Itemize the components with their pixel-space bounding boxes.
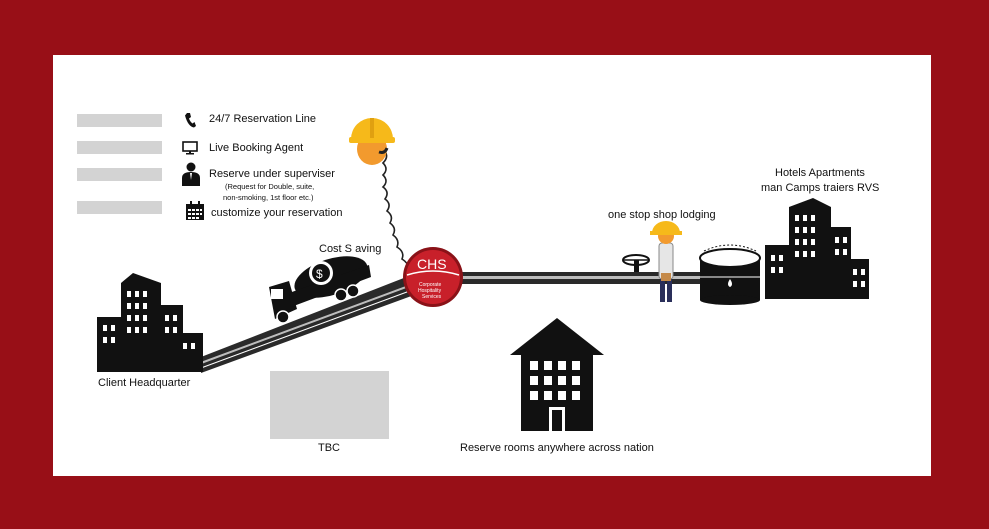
chs-sub-1: Corporate <box>419 282 442 288</box>
hotels-label-1: Hotels Apartments <box>775 167 865 179</box>
reserve-anywhere-label: Reserve rooms anywhere across nation <box>460 442 654 454</box>
tbc-label: TBC <box>318 442 340 454</box>
chs-title: CHS <box>417 256 447 272</box>
service-bar-4 <box>77 201 162 214</box>
monitor-icon <box>182 141 198 155</box>
tbc-placeholder <box>270 371 389 439</box>
horizontal-pipeline <box>453 272 755 284</box>
calendar-icon <box>186 201 204 220</box>
cement-truck-icon: $ <box>269 256 371 324</box>
service-label-1: 24/7 Reservation Line <box>209 113 317 125</box>
cost-saving-label: Cost S aving <box>319 243 382 255</box>
service-bar-1 <box>77 114 162 127</box>
sloped-pipeline <box>200 267 436 373</box>
phone-icon <box>185 113 196 128</box>
hotel-buildings-icon <box>765 198 869 299</box>
person-icon <box>182 162 200 186</box>
service-label-4: customize your reservation <box>211 207 343 219</box>
hardhat-worker-icon <box>349 118 395 165</box>
chs-sub-3: Services <box>422 294 442 300</box>
service-bar-3 <box>77 168 162 181</box>
worker-icon <box>650 221 682 302</box>
client-building-icon <box>97 273 203 372</box>
one-stop-label: one stop shop lodging <box>608 209 716 221</box>
service-note-1: (Request for Double, suite, <box>225 182 315 191</box>
storage-tank-icon <box>699 244 761 305</box>
diagram-panel: $ <box>53 55 931 476</box>
scene-graphics: $ <box>97 118 869 439</box>
chs-sub-2: Hospitality <box>418 288 442 294</box>
service-label-2: Live Booking Agent <box>209 142 304 154</box>
svg-text:$: $ <box>316 267 323 281</box>
chs-badge <box>403 247 463 307</box>
service-bar-2 <box>77 141 162 154</box>
valve-icon <box>622 254 650 272</box>
home-building-icon <box>510 318 604 431</box>
service-label-3: Reserve under superviser <box>209 168 335 180</box>
service-note-2: non-smoking, 1st floor etc.) <box>223 193 314 202</box>
client-hq-label: Client Headquarter <box>98 377 191 389</box>
hotels-label-2: man Camps traiers RVS <box>761 182 880 194</box>
